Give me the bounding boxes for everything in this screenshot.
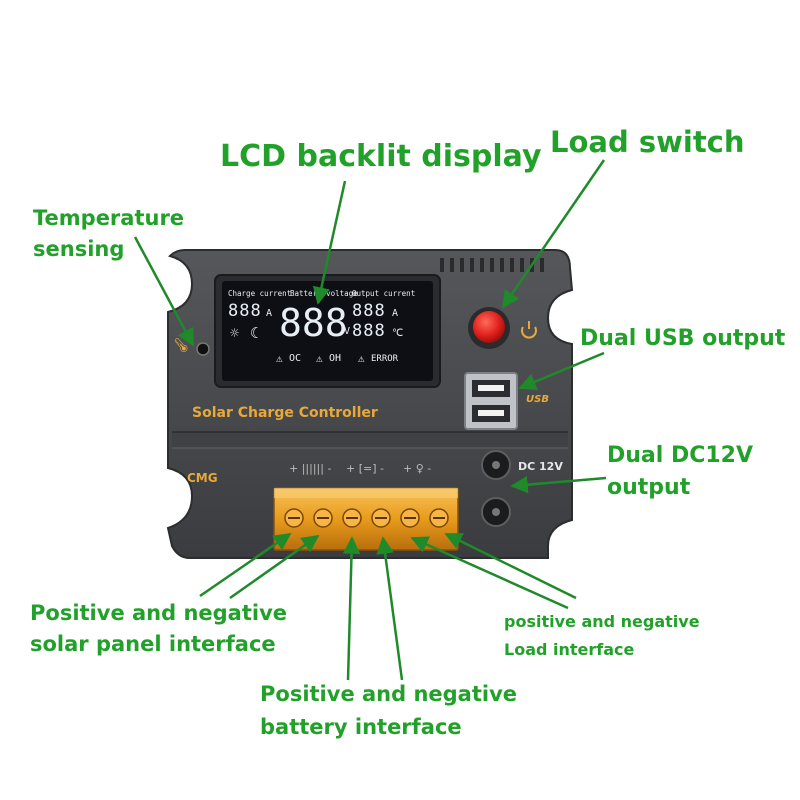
bulb-icon: + ♀ - — [403, 462, 431, 475]
lcd-unit-c: ℃ — [392, 328, 403, 339]
lcd-warn-oh: OH — [329, 353, 341, 364]
label-temperature: Temperature sensing — [33, 206, 185, 261]
lcd-display: Charge current Battery voltage Output cu… — [214, 274, 441, 388]
label-battery: Positive and negative battery interface — [260, 682, 518, 739]
arrow-battery-2 — [376, 536, 404, 681]
lcd-seg-charge: 888 — [228, 301, 262, 321]
lcd-warn-oc: OC — [289, 353, 301, 364]
moon-icon: ☾ — [250, 324, 259, 342]
lcd-header-battery: Battery voltage — [290, 289, 358, 298]
label-dc12v: Dual DC12V output — [607, 443, 754, 500]
label-solar: Positive and negative solar panel interf… — [30, 601, 288, 656]
device-name: Solar Charge Controller — [192, 405, 378, 421]
lcd-warn-error: ERROR — [371, 354, 399, 364]
lcd-unit-a2: A — [392, 308, 398, 319]
terminal-block — [273, 487, 459, 551]
battery-icon: + [=] - — [346, 462, 384, 475]
lcd-unit-a1: A — [266, 308, 272, 319]
arrow-load-switch — [501, 159, 606, 309]
arrow-usb — [518, 351, 605, 391]
lcd-warning-row: ⚠ OC ⚠ OH ⚠ ERROR — [276, 352, 399, 365]
label-usb: Dual USB output — [580, 326, 786, 351]
lcd-seg-temp: 888 — [352, 321, 386, 341]
warning-icon: ⚠ — [358, 352, 365, 365]
callout-arrows — [133, 159, 607, 681]
lcd-header-charge: Charge current — [228, 289, 291, 298]
warning-icon: ⚠ — [276, 352, 283, 365]
arrow-load-2 — [444, 532, 577, 600]
arrow-solar-2 — [229, 534, 320, 600]
terminal-icons: + |||||| - + [=] - + ♀ - — [289, 462, 431, 475]
dc12v-jacks[interactable]: DC 12V — [481, 450, 563, 527]
arrow-load-1 — [410, 536, 569, 610]
power-icon — [521, 321, 537, 339]
arrow-solar-1 — [199, 532, 292, 598]
lcd-seg-output: 888 — [352, 301, 386, 321]
warning-icon: ⚠ — [316, 352, 323, 365]
arrow-lcd — [312, 180, 347, 305]
load-switch[interactable] — [468, 307, 537, 349]
sun-icon: ☼ — [230, 324, 240, 342]
dc12v-label: DC 12V — [518, 460, 563, 473]
arrow-dc12v — [510, 475, 607, 494]
arrow-temperature — [133, 236, 195, 347]
usb-ports[interactable]: USB — [464, 372, 549, 430]
label-lcd-display: LCD backlit display — [220, 139, 542, 174]
usb-icon: USB — [526, 394, 549, 405]
solar-panel-icon: + |||||| - — [289, 462, 331, 475]
brand-label: CMG — [187, 471, 218, 485]
lcd-unit-v: V — [344, 326, 350, 337]
label-load: positive and negative Load interface — [504, 612, 700, 659]
label-load-switch: Load switch — [550, 125, 745, 159]
lcd-header-output: Output current — [352, 289, 415, 298]
arrow-battery-1 — [342, 536, 361, 681]
lcd-seg-battery: 888 — [279, 301, 348, 345]
